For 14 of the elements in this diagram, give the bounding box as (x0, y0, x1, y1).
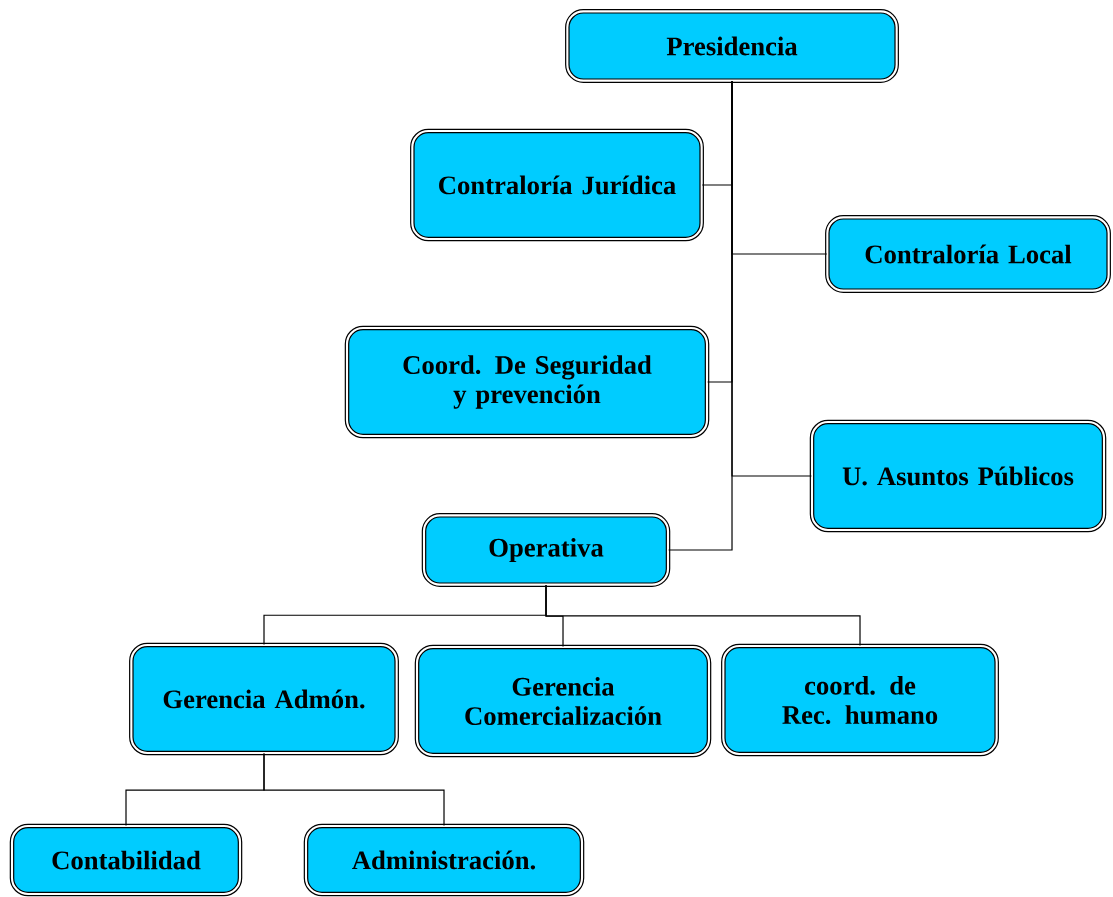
connector-line (263, 753, 445, 826)
connector-line (668, 80, 733, 551)
org-box: Contraloría Jurídica (410, 128, 704, 242)
org-box: Operativa (421, 513, 671, 587)
org-box: Administración. (303, 823, 585, 897)
org-box: Presidencia (565, 9, 899, 83)
org-box: Gerencia Admón. (129, 642, 399, 756)
org-box: Contraloría Local (825, 215, 1111, 293)
org-box: Coord. De Seguridad y prevención (344, 325, 710, 439)
org-box: coord. de Rec. humano (721, 643, 999, 757)
org-box: U. Asuntos Públicos (809, 419, 1107, 533)
org-box: Gerencia Comercialización (414, 644, 712, 758)
connector-line (545, 584, 861, 646)
org-box: Contabilidad (9, 823, 243, 897)
